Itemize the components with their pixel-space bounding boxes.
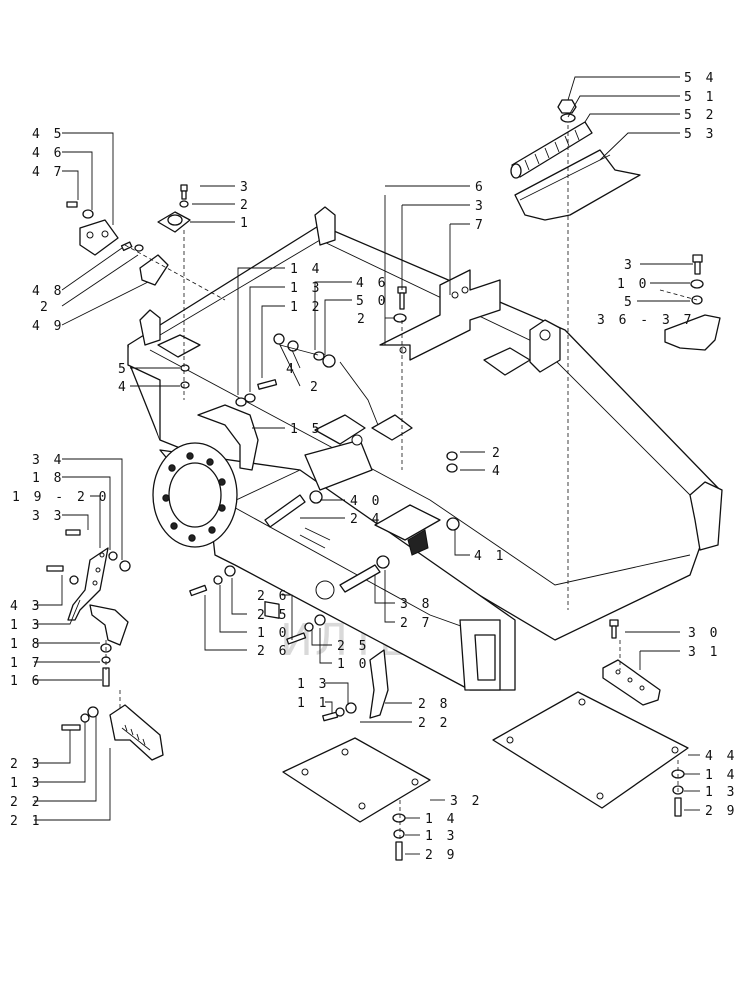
callout-24: 2 4 <box>350 512 382 527</box>
part-mount-1 <box>157 184 191 233</box>
callout-10c: 1 0 <box>337 657 369 672</box>
callout-29b: 2 9 <box>425 848 457 863</box>
part-linkage-13 <box>67 547 129 646</box>
part-shield-53 <box>514 149 641 221</box>
part-plate-44 <box>492 691 689 809</box>
callout-1: 1 <box>240 216 251 231</box>
part-plate-32 <box>282 737 431 823</box>
callout-25: 2 5 <box>257 608 289 623</box>
part-pin-27 <box>339 564 381 593</box>
callout-3b: 3 <box>475 199 486 214</box>
callout-40: 4 0 <box>350 494 382 509</box>
callout-48: 4 8 <box>32 284 64 299</box>
callout-13b: 1 3 <box>10 618 42 633</box>
callout-4: 4 <box>118 380 129 395</box>
callout-2e: 2 <box>492 446 503 461</box>
part-plate-31 <box>602 659 661 706</box>
callout-7: 7 <box>475 218 486 233</box>
callout-32: 3 2 <box>450 794 482 809</box>
part-step-21 <box>109 704 164 761</box>
part-bracket-28 <box>369 649 389 719</box>
callout-25b: 2 5 <box>337 639 369 654</box>
callout-28: 2 8 <box>418 697 450 712</box>
callout-16: 1 6 <box>10 674 42 689</box>
callout-27: 2 7 <box>400 616 432 631</box>
detached-parts <box>46 99 721 861</box>
assembly-lines <box>105 125 698 840</box>
callout-2: 2 <box>240 198 251 213</box>
callout-30: 3 0 <box>688 626 720 641</box>
callout-13f: 1 3 <box>425 829 457 844</box>
callout-14b: 1 4 <box>705 768 737 783</box>
part-washer-2b <box>179 200 189 208</box>
part-bracket-7 <box>379 269 501 361</box>
callout-38: 3 8 <box>400 597 432 612</box>
callout-33: 3 3 <box>32 509 64 524</box>
callout-19-20: 1 9 - 2 0 <box>12 490 109 505</box>
part-bracket-36-37 <box>664 314 721 351</box>
callout-18: 1 8 <box>32 471 64 486</box>
callout-45: 4 5 <box>32 127 64 142</box>
callout-14c: 1 4 <box>425 812 457 827</box>
callout-26b: 2 6 <box>257 644 289 659</box>
part-rod-52 <box>510 121 593 179</box>
callout-22: 2 2 <box>418 716 450 731</box>
part-spring-plate-15 <box>197 404 259 471</box>
part-washer-51 <box>560 113 576 123</box>
callout-47: 4 7 <box>32 165 64 180</box>
callout-44: 4 4 <box>705 749 737 764</box>
callout-21: 2 1 <box>10 814 42 829</box>
callout-2d: 2 <box>310 380 321 395</box>
part-plate-49 <box>139 254 169 286</box>
part-washer-2 <box>393 313 407 323</box>
callout-3: 3 <box>240 180 251 195</box>
callout-31: 3 1 <box>688 645 720 660</box>
callout-36-37: 3 6 - 3 7 <box>597 313 694 328</box>
callout-5: 5 <box>624 295 635 310</box>
callout-34: 3 4 <box>32 453 64 468</box>
callout-15: 1 5 <box>290 422 322 437</box>
callout-12: 1 2 <box>290 300 322 315</box>
callout-51: 5 1 <box>684 90 716 105</box>
callout-23: 2 3 <box>10 757 42 772</box>
callout-50: 5 0 <box>356 294 388 309</box>
callout-4c: 4 <box>492 464 503 479</box>
callout-13e: 1 3 <box>705 785 737 800</box>
callout-43: 4 3 <box>10 599 42 614</box>
main-frame <box>127 206 723 691</box>
part-nut-54 <box>557 99 577 114</box>
callout-18b: 1 8 <box>10 637 42 652</box>
callout-53: 5 3 <box>684 127 716 142</box>
callout-2b: 2 <box>40 300 51 315</box>
callout-29: 2 9 <box>705 804 737 819</box>
callout-3c: 3 <box>624 258 635 273</box>
callout-26: 2 6 <box>257 589 289 604</box>
callout-17: 1 7 <box>10 656 42 671</box>
callout-labels: 5 4 5 1 5 2 5 3 4 5 4 6 4 7 3 2 1 6 3 7 … <box>10 71 737 863</box>
part-bracket-45 <box>66 201 119 256</box>
callout-5b: 5 <box>118 362 129 377</box>
callout-4b: 4 <box>286 362 297 377</box>
callout-10: 1 0 <box>617 277 649 292</box>
callout-13: 1 3 <box>290 281 322 296</box>
callout-11: 1 1 <box>297 696 329 711</box>
callout-22b: 2 2 <box>10 795 42 810</box>
callout-2c: 2 <box>357 312 368 327</box>
callout-14: 1 4 <box>290 262 322 277</box>
callout-13c: 1 3 <box>297 677 329 692</box>
part-pin-24 <box>264 494 306 528</box>
callout-54: 5 4 <box>684 71 716 86</box>
leader-lines <box>34 76 700 855</box>
callout-52: 5 2 <box>684 108 716 123</box>
callout-46: 4 6 <box>32 146 64 161</box>
callout-41: 4 1 <box>474 549 506 564</box>
callout-46b: 4 6 <box>356 276 388 291</box>
callout-10b: 1 0 <box>257 626 289 641</box>
callout-13d: 1 3 <box>10 776 42 791</box>
callout-49: 4 9 <box>32 319 64 334</box>
callout-6: 6 <box>475 180 486 195</box>
